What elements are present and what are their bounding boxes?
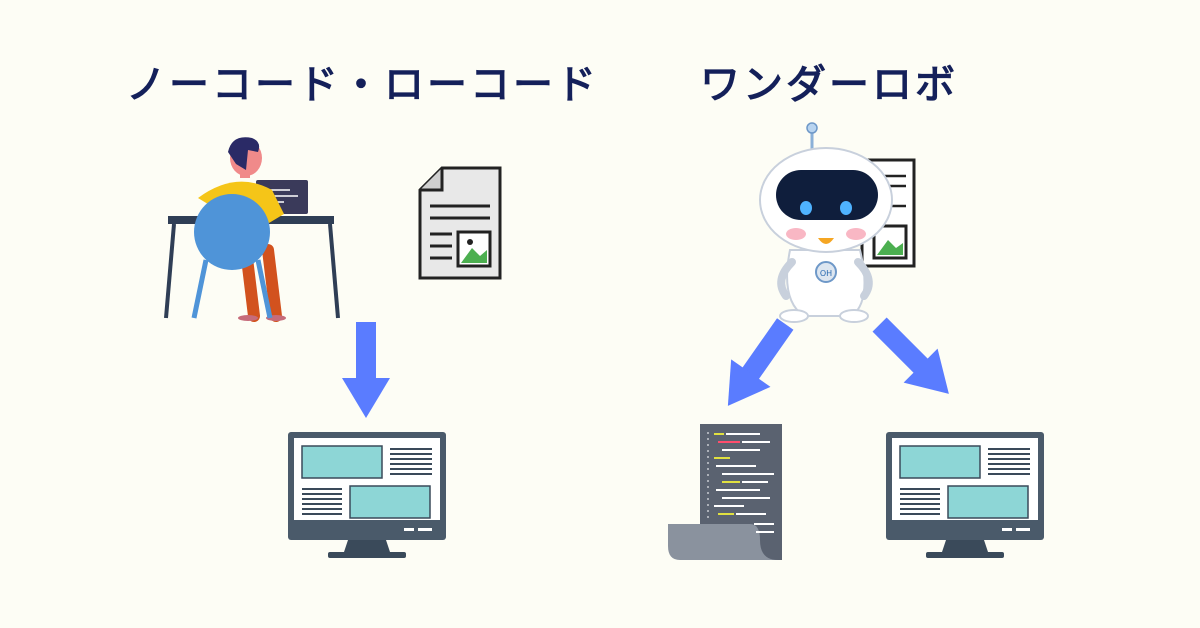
monitor-icon	[885, 431, 1045, 559]
wonder-robo-title: ワンダーロボ	[700, 62, 958, 108]
down-arrow-icon	[342, 322, 390, 418]
down-right-arrow-icon	[872, 317, 949, 394]
down-left-arrow-icon	[727, 318, 794, 406]
document-with-image-icon	[418, 166, 502, 280]
monitor-icon	[287, 431, 447, 559]
no-code-low-code-title: ノーコード・ローコード	[126, 62, 599, 108]
robot-icon: OH	[759, 122, 916, 323]
robot-badge-text: OH	[820, 269, 832, 278]
person-at-desk-icon	[164, 137, 340, 322]
code-scroll-icon	[668, 424, 782, 560]
